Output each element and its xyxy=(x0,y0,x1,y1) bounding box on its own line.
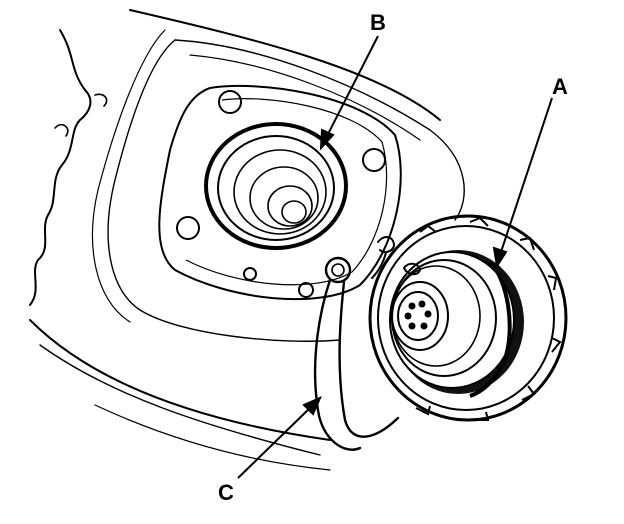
cap-rim-2 xyxy=(377,225,555,411)
plate-outline xyxy=(158,84,402,301)
cap-valve-hole-4 xyxy=(420,322,428,330)
cap-outer-rim xyxy=(368,214,568,422)
leader-b-line xyxy=(325,35,379,139)
neck-ring-5 xyxy=(267,185,313,227)
cap-side-shading xyxy=(469,260,512,398)
fuel-door-recess-outer xyxy=(91,29,166,323)
neck-ring-3 xyxy=(233,149,327,235)
cap-valve-ring xyxy=(397,291,439,341)
callout-a-label: A xyxy=(552,74,568,99)
recess-rim-inner xyxy=(189,54,421,141)
cap-valve-hole-1 xyxy=(408,302,416,310)
filler-mounting-plate xyxy=(158,84,402,301)
tether-ring-mount xyxy=(324,256,352,284)
tether-link xyxy=(371,251,387,279)
panel-torn-edge xyxy=(29,29,92,306)
cap-seal-ring xyxy=(389,251,515,389)
recess-rim xyxy=(174,39,465,221)
panel-top-edge xyxy=(129,9,441,121)
tether-strap-left xyxy=(313,278,362,451)
cap-valve-hole-6 xyxy=(404,312,412,320)
tether-strap-right xyxy=(338,280,400,438)
leader-c-line xyxy=(237,405,313,479)
cap-top-lug xyxy=(402,262,422,276)
fuel-cap xyxy=(368,214,568,422)
fuel-door-recess xyxy=(107,39,341,342)
leader-a-arrowhead xyxy=(492,246,508,269)
plate-stud xyxy=(243,267,257,281)
leader-c-arrowhead xyxy=(302,396,322,416)
cap-valve-housing xyxy=(391,281,449,351)
neck-ring-4 xyxy=(249,166,319,230)
plate-inner-outline xyxy=(185,98,388,286)
panel-lower-contour xyxy=(94,404,331,471)
plate-hole-bottom-right xyxy=(298,282,314,298)
plate-hole-top-left xyxy=(218,90,242,114)
panel-front-contour xyxy=(29,319,331,441)
body-panel xyxy=(29,9,465,471)
tether-hook xyxy=(377,236,396,254)
leader-a-line xyxy=(499,97,553,256)
leader-b-arrowhead xyxy=(319,128,335,151)
callout-c-label: C xyxy=(218,480,234,505)
tether-strap xyxy=(313,236,400,451)
cap-valve-hole-5 xyxy=(408,322,416,330)
panel-flap xyxy=(54,123,69,137)
callout-b-label: B xyxy=(370,10,386,35)
cap-ratchet-teeth xyxy=(415,216,562,421)
cap-valve-hole-3 xyxy=(424,310,432,318)
filler-neck xyxy=(204,122,348,250)
tether-ring-mount-inner xyxy=(331,263,345,277)
callout-leaders xyxy=(237,35,553,479)
neck-ring-2 xyxy=(217,135,335,241)
panel-wrinkle xyxy=(94,93,108,107)
cap-valve-hole-2 xyxy=(418,300,426,308)
neck-outer-ring xyxy=(204,122,348,250)
plate-hole-bottom-left xyxy=(176,216,200,240)
neck-bore xyxy=(281,200,307,224)
plate-hole-top-right xyxy=(362,148,386,172)
